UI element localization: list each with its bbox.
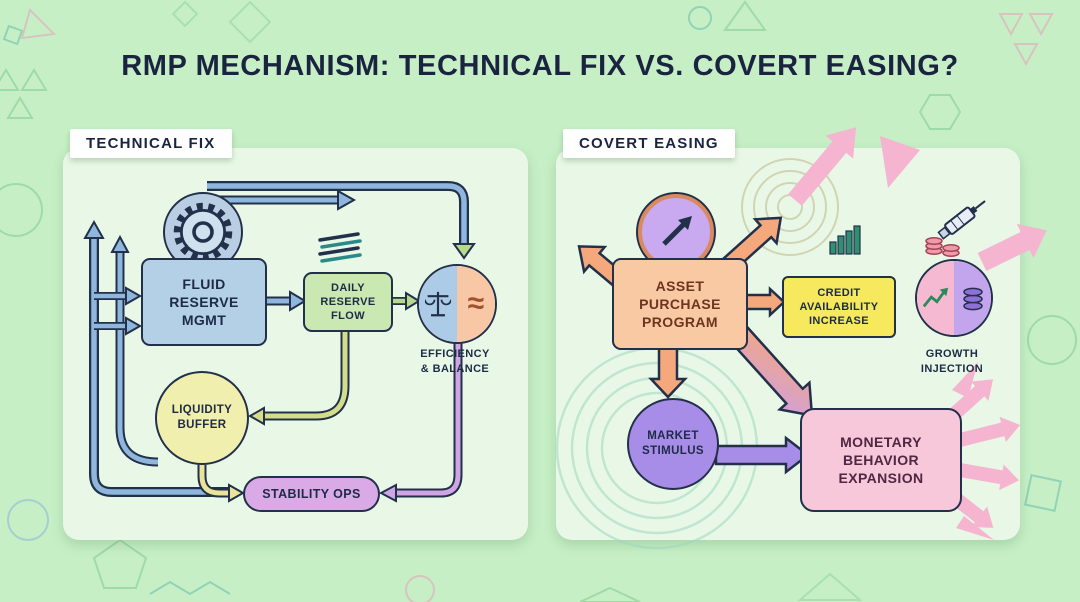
covert-easing-panel-label: COVERT EASING <box>563 129 735 158</box>
node-credit-availability-increase: CREDIT AVAILABILITY INCREASE <box>782 276 896 338</box>
growth-injection-node <box>915 259 993 337</box>
coin-stacks-icon <box>925 237 960 257</box>
node-asset-purchase-program: ASSET PURCHASE PROGRAM <box>612 258 748 350</box>
node-daily-reserve-flow: DAILY RESERVE FLOW <box>303 272 393 332</box>
page-title: RMP MECHANISM: TECHNICAL FIX VS. COVERT … <box>121 50 959 82</box>
market-to-monetary <box>714 435 811 475</box>
asset-to-credit <box>744 286 786 318</box>
ripple-circles-icon <box>741 158 839 256</box>
node-fluid-reserve-mgmt: FLUID RESERVE MGMT <box>141 258 267 346</box>
stacked-flow-lines-icon <box>318 232 362 263</box>
syringe-icon <box>937 200 986 240</box>
asset-to-market <box>648 343 688 399</box>
growth-injection-label: GROWTH INJECTION <box>920 348 984 375</box>
node-stability-ops: STABILITY OPS <box>243 476 380 512</box>
technical-fix-panel-label: TECHNICAL FIX <box>70 129 232 158</box>
efficiency-balance-node: ≈ <box>417 264 497 344</box>
node-liquidity-buffer: LIQUIDITY BUFFER <box>155 371 249 465</box>
node-market-stimulus: MARKET STIMULUS <box>627 398 719 490</box>
efficiency-balance-label: EFFICIENCY & BALANCE <box>420 348 490 375</box>
technical-fix-panel <box>63 148 528 540</box>
bar-chart-icon <box>829 225 861 255</box>
node-monetary-behavior-expansion: MONETARY BEHAVIOR EXPANSION <box>800 408 962 512</box>
technical-flow-arrows <box>83 181 476 503</box>
